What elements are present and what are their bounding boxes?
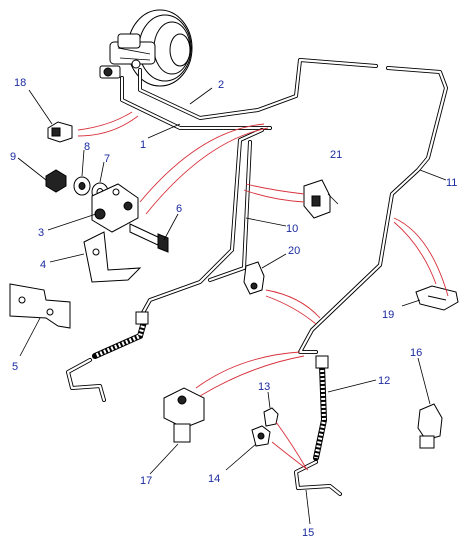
- callout-18: 18: [14, 77, 26, 89]
- callout-4: 4: [40, 259, 46, 271]
- callout-11: 11: [446, 177, 457, 189]
- connector-16: [417, 403, 443, 449]
- clip-19: [415, 285, 459, 311]
- mounting-plate-5: [9, 283, 71, 329]
- callout-13: 13: [258, 381, 270, 393]
- clip-20: [243, 261, 265, 295]
- callout-16: 16: [410, 347, 422, 359]
- callout-12: 12: [378, 375, 390, 387]
- callout-2: 2: [218, 79, 224, 91]
- bolt-6: [129, 223, 169, 253]
- washer-8: [73, 176, 91, 196]
- callout-7: 7: [104, 153, 110, 165]
- callout-labels: 1 2 3 4 5 6 7 8 9 10 11 12 13 14 15 16 1…: [10, 77, 457, 539]
- nut-14: [251, 425, 271, 447]
- connector-17: [163, 387, 205, 443]
- callout-1: 1: [140, 139, 146, 151]
- leader-lines: [17, 87, 447, 525]
- callout-6: 6: [176, 203, 182, 215]
- callout-3: 3: [38, 227, 44, 239]
- brake-pipe-runs: [66, 58, 448, 496]
- pipe-junction-3: [91, 183, 139, 233]
- clip-13: [263, 407, 279, 427]
- callout-14: 14: [208, 473, 220, 485]
- callout-9: 9: [10, 151, 16, 163]
- callout-10: 10: [286, 223, 298, 235]
- callout-21: 21: [330, 149, 342, 161]
- callout-17: 17: [140, 475, 152, 487]
- callout-19: 19: [382, 309, 394, 321]
- callout-5: 5: [12, 361, 18, 373]
- flexible-brake-hose-rear: [313, 355, 329, 461]
- flexible-brake-hose-front: [92, 311, 149, 359]
- pipe-clip-18: [47, 121, 73, 143]
- callout-8: 8: [84, 141, 90, 153]
- callout-15: 15: [302, 527, 314, 539]
- bracket-4: [83, 231, 142, 283]
- callout-20: 20: [288, 245, 300, 257]
- brake-servo-master-cylinder: [99, 9, 193, 87]
- nut-9: [45, 169, 67, 193]
- red-leader-arcs: [77, 111, 449, 471]
- connector-21: [303, 179, 331, 219]
